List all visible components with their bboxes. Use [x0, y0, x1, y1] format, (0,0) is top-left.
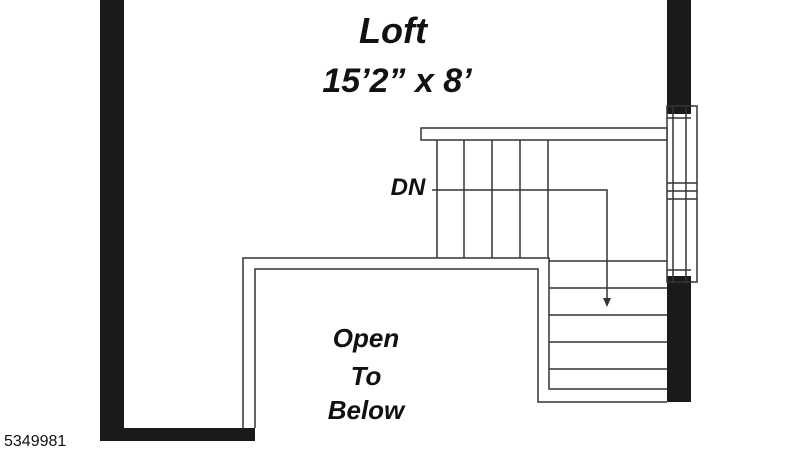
- stair-treads: [549, 260, 667, 370]
- opening-label-line3: Below: [328, 395, 406, 425]
- room-name: Loft: [359, 10, 429, 51]
- opening-label-line2: To: [351, 361, 382, 391]
- stair-direction-arrow: [432, 189, 611, 307]
- bottom-wall: [100, 428, 255, 441]
- stair-railing: [420, 127, 668, 258]
- left-wall: [100, 0, 124, 441]
- room-dimensions: 15’2” x 8’: [322, 62, 472, 100]
- arrowhead-icon: [603, 298, 611, 307]
- opening-label-line1: Open: [333, 323, 399, 353]
- right-wall-lower: [667, 276, 691, 402]
- window: [666, 105, 698, 283]
- right-wall-upper: [667, 0, 691, 114]
- open-to-below-outline: [242, 257, 667, 428]
- listing-id: 5349981: [4, 433, 66, 450]
- stairs-direction-label: DN: [391, 174, 426, 201]
